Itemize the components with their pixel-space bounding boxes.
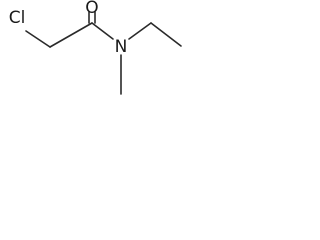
atom-chlorine: Cl [9, 8, 26, 28]
bond-ethyl-ch2-ch3 [150, 22, 182, 47]
atom-nitrogen: N [115, 37, 128, 57]
atom-oxygen: O [85, 0, 98, 18]
bond-cl-ch2 [25, 30, 51, 48]
bond-carbonyl-nitrogen [91, 22, 114, 40]
atom-label-layer: Cl O N [9, 0, 128, 57]
bond-layer [25, 11, 182, 95]
bond-nitrogen-ethyl-ch2 [128, 22, 152, 40]
structure-diagram: Cl O N [9, 0, 182, 95]
bond-ch2-carbonyl [49, 22, 93, 48]
